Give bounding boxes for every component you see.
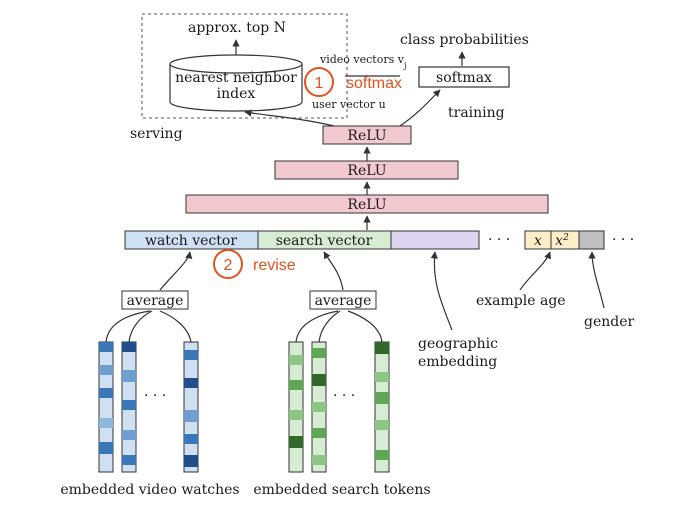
arrow-average-watch — [159, 251, 193, 291]
relu-bottom-label: ReLU — [347, 197, 386, 213]
geographic-label: geographic — [418, 336, 498, 352]
average-box-search — [309, 290, 377, 310]
search-column-1 — [288, 341, 304, 473]
search-column-2 — [311, 341, 327, 473]
gender-label: gender — [584, 314, 635, 330]
age-x2-label: x2 — [555, 233, 569, 249]
example-age-label: example age — [476, 293, 566, 309]
training-label: training — [448, 105, 505, 121]
average-label-watches: average — [127, 293, 184, 309]
watch-column-3 — [183, 341, 199, 473]
serving-label: serving — [130, 126, 183, 142]
arrow-to-training — [399, 89, 441, 127]
embedding-label: embedding — [418, 354, 497, 370]
gender-segment — [578, 230, 605, 250]
dots-main: · · · — [488, 232, 510, 248]
geographic-segment — [390, 230, 480, 250]
annotation-2-number: 2 — [224, 257, 233, 274]
watch-vector-label: watch vector — [145, 233, 237, 249]
relu-layer-middle — [274, 160, 459, 180]
arrow-gender — [588, 251, 605, 309]
watch-column-connectors — [105, 310, 192, 343]
annotation-1-number: 1 — [315, 75, 324, 92]
relu-layer-top — [322, 125, 412, 145]
annotation-2-circle — [213, 249, 243, 279]
video-vectors-label: video vectors vj — [319, 53, 406, 70]
nearest-neighbor-label: nearest neighbor — [175, 70, 297, 86]
average-box-watches — [121, 290, 189, 310]
arrow-to-serving — [244, 109, 335, 127]
search-vector-label: search vector — [276, 233, 373, 249]
search-stack-dots: · · · — [333, 388, 355, 404]
annotation-2-text: revise — [253, 257, 296, 274]
arrow-example-age — [519, 251, 552, 291]
class-probabilities-label: class probabilities — [400, 32, 529, 48]
watch-column-2 — [121, 341, 137, 473]
dots-right: · · · — [612, 232, 634, 248]
search-column-3 — [374, 341, 390, 473]
nearest-neighbor-index-cylinder — [169, 54, 303, 112]
arrow-average-search — [323, 251, 344, 291]
watch-column-1 — [98, 341, 114, 473]
age-x-label: x — [534, 233, 542, 249]
relu-middle-label: ReLU — [347, 163, 386, 179]
annotation-1-text: softmax — [346, 75, 402, 92]
annotation-1-circle — [304, 67, 334, 97]
average-label-search: average — [315, 293, 372, 309]
serving-dashed-box — [141, 13, 348, 119]
watch-embedding-columns — [98, 341, 199, 473]
search-column-connectors — [295, 310, 383, 343]
user-vector-label: user vector u — [312, 98, 386, 111]
embedded-video-watches-label: embedded video watches — [60, 482, 239, 498]
softmax-label: softmax — [436, 70, 492, 86]
arrow-geographic — [430, 251, 453, 331]
relu-top-label: ReLU — [347, 128, 386, 144]
index-label: index — [217, 86, 256, 102]
search-embedding-columns — [288, 341, 390, 473]
relu-layer-bottom — [185, 194, 549, 214]
watch-stack-dots: · · · — [144, 388, 166, 404]
approx-top-n-label: approx. top N — [188, 20, 286, 36]
softmax-box — [418, 66, 510, 88]
embedded-search-tokens-label: embedded search tokens — [253, 482, 430, 498]
